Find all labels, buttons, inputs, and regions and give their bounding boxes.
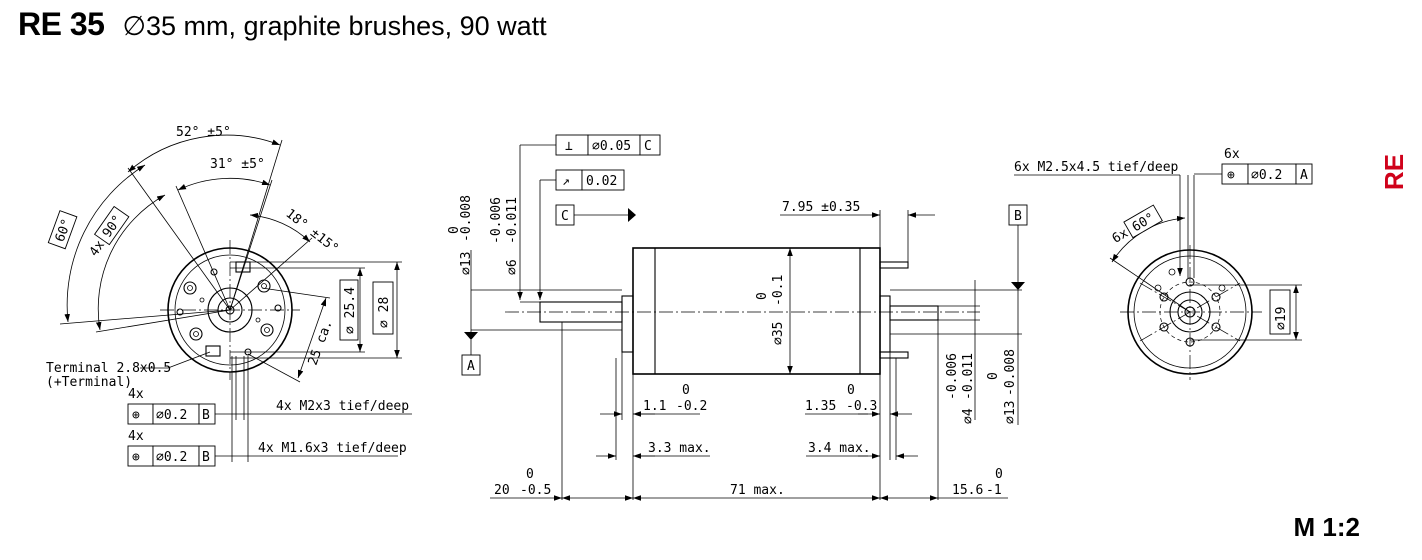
- dim-15-6-upper: 0: [995, 467, 1003, 482]
- dia19-label: ∅19: [1274, 307, 1289, 330]
- dim-3-4-label: 3.4 max.: [808, 441, 871, 456]
- callout1-thread: 4x M2x3 tief/deep: [276, 399, 409, 414]
- datum-c-label: C: [561, 209, 569, 224]
- dia13-right-upper: 0: [986, 372, 1001, 380]
- arc-60: [64, 164, 146, 323]
- terminal-sublabel: (+Terminal): [46, 375, 132, 390]
- rear-flange: [879, 295, 891, 353]
- callout1-datum: B: [202, 408, 210, 423]
- dim-20-upper: 0: [526, 467, 534, 482]
- dia13-right-tol: -0.008: [1003, 349, 1018, 396]
- front-view: 52° ±5° 31° ±5° 18° ±15° 60° 4x 90° ∅ 25…: [46, 125, 412, 467]
- rear-callout-count: 6x: [1224, 147, 1240, 162]
- model-description: ∅35 mm, graphite brushes, 90 watt: [122, 11, 547, 41]
- callout2-symbol: ⊕: [132, 450, 140, 465]
- dia13-left-upper: 0: [447, 226, 462, 234]
- dim-1-1-tol: -0.2: [676, 399, 707, 414]
- terminal-top-side: [879, 261, 909, 269]
- terminal-bottom-side: [879, 351, 909, 359]
- dia4-label: ∅4: [961, 408, 976, 424]
- dia4-tol-lower: -0.011: [961, 353, 976, 400]
- rear-callout-datum: A: [1300, 168, 1308, 183]
- rear-view: 6x 60° 6x M2.5x4.5 tief/deep 6x ⊕ ∅0.2 A: [1014, 147, 1313, 380]
- perp-symbol: ⊥: [565, 139, 573, 154]
- callout1-count: 4x: [128, 387, 144, 402]
- datum-b-label: B: [1014, 209, 1022, 224]
- rear-shaft-side: [889, 305, 939, 321]
- dia6-label: ∅6: [505, 259, 520, 275]
- dim-1-35-upper: 0: [847, 383, 855, 398]
- arc-90: [95, 194, 166, 331]
- dim-1-1-upper: 0: [682, 383, 690, 398]
- dia13-left-tol: -0.008: [459, 195, 474, 242]
- datum-a-label: A: [467, 359, 475, 374]
- front-screw-holes: [176, 268, 282, 356]
- angle-18-label: 18° ±15°: [283, 206, 342, 256]
- angle-90-prefix: 4x: [87, 238, 108, 260]
- terminal-label: Terminal 2.8x0.5: [46, 361, 171, 376]
- dia-28-label: ∅ 28: [377, 297, 392, 328]
- dim-20-tol: -0.5: [520, 483, 551, 498]
- perp-datum: C: [644, 139, 652, 154]
- rear-angle-prefix: 6x: [1110, 226, 1131, 247]
- dim-71-label: 71 max.: [730, 483, 785, 498]
- perp-tolerance: ∅0.05: [592, 139, 631, 154]
- dim-1-35-label: 1.35: [805, 399, 836, 414]
- front-terminal-bottom: [205, 345, 221, 357]
- callout2-count: 4x: [128, 429, 144, 444]
- angle-31-label: 31° ±5°: [210, 157, 265, 172]
- dim-20-label: 20: [494, 483, 510, 498]
- side-view: ⊥ ∅0.05 C ↗ 0.02 C B A: [447, 134, 1028, 501]
- rear-thread-note: 6x M2.5x4.5 tief/deep: [1014, 160, 1179, 175]
- motor-body: [632, 247, 881, 375]
- dia35-upper: 0: [755, 292, 770, 300]
- dim-7-95-label: 7.95 ±0.35: [782, 200, 860, 215]
- dim-15-6-tol: -1: [986, 483, 1002, 498]
- dia35-tol: -0.1: [771, 275, 786, 306]
- dim-1-35-tol: -0.3: [846, 399, 877, 414]
- dim-15-6-label: 15.6: [952, 483, 983, 498]
- rear-callout-symbol: ⊕: [1227, 168, 1235, 183]
- rear-callout-tolerance: ∅0.2: [1251, 168, 1282, 183]
- dia35-label: ∅35: [771, 322, 786, 345]
- dia4-tol-upper: -0.006: [945, 353, 960, 400]
- angle-52-label: 52° ±5°: [176, 125, 231, 140]
- callout2-tolerance: ∅0.2: [156, 450, 187, 465]
- drawing-scale: M 1:2: [1293, 512, 1360, 542]
- model-name: RE 35: [18, 6, 105, 42]
- dia6-tol-upper: -0.006: [489, 197, 504, 244]
- arc-31: [177, 177, 271, 191]
- arc-52: [127, 134, 281, 173]
- dia6-tol-lower: -0.011: [505, 197, 520, 244]
- callout1-tolerance: ∅0.2: [156, 408, 187, 423]
- page-header: RE 35 ∅35 mm, graphite brushes, 90 watt: [18, 6, 547, 46]
- dim-3-3-label: 3.3 max.: [648, 441, 711, 456]
- runout-tolerance: 0.02: [586, 174, 617, 189]
- dia13-left-label: ∅13: [459, 252, 474, 275]
- arc-18: [249, 212, 311, 243]
- dia13-right-label: ∅13: [1003, 401, 1018, 424]
- callout2-datum: B: [202, 450, 210, 465]
- runout-symbol: ↗: [562, 174, 570, 189]
- front-inner-circle: [174, 254, 286, 366]
- callout1-symbol: ⊕: [132, 408, 140, 423]
- dim-1-1-label: 1.1: [643, 399, 666, 414]
- callout2-thread: 4x M1.6x3 tief/deep: [258, 441, 407, 456]
- front-flange: [621, 295, 634, 353]
- dia-25-4-label: ∅ 25.4: [343, 287, 358, 334]
